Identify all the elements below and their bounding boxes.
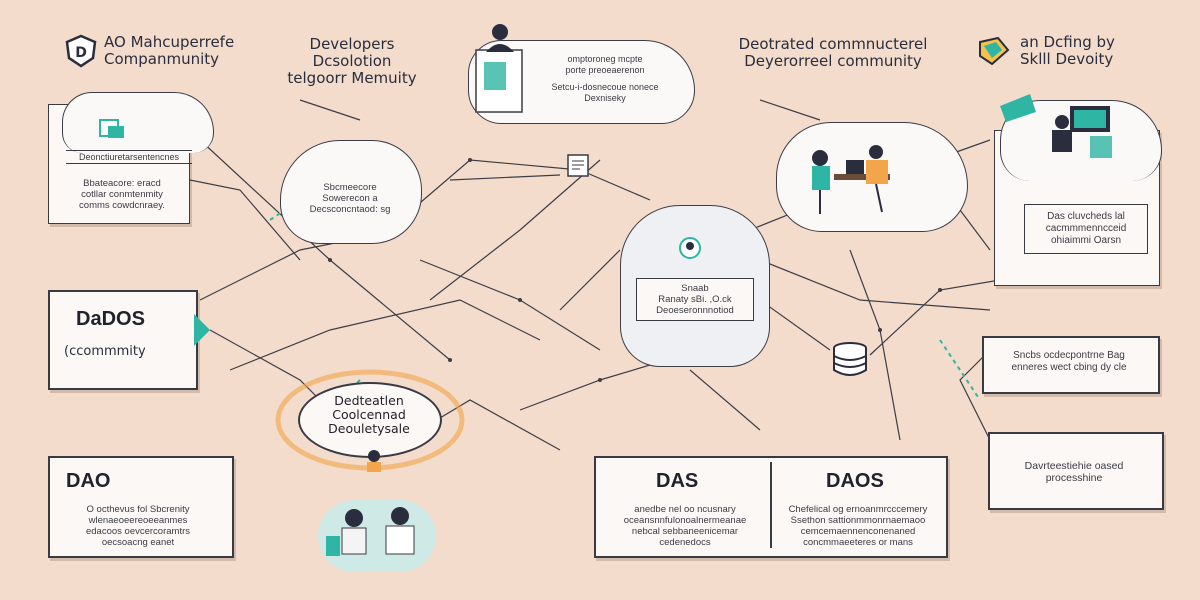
bottom-left-line2: oceansnnfulonoalnermeanae — [623, 515, 747, 526]
left-card-cloud — [62, 92, 214, 153]
tag-logo-icon — [979, 36, 1010, 66]
people-desk-illustration — [812, 145, 890, 214]
dao-box-line4: oecsoacng eanet — [101, 537, 175, 548]
header-4: an Dcfing by Sklll Devoity — [976, 34, 1115, 68]
oval-line3: Deouletysale — [328, 421, 410, 436]
database-icon — [833, 342, 867, 376]
header-3: Deotrated commnucterel Deyerorreel commu… — [738, 36, 928, 70]
header-2-line1: Developers Dcsolotion — [309, 35, 395, 70]
top-card-text: omptoroneg mcpte porte preoeaerenon Setc… — [530, 54, 680, 104]
left-cloud-line1: Sbcmeecore — [323, 182, 377, 193]
header-1-line2: Companmunity — [104, 50, 220, 68]
top-card-line3: Setcu-i‐dosnecoue nonece — [551, 82, 659, 92]
dao-box-line3: edacoos oevcercoramtrs — [85, 526, 191, 537]
right-box — [982, 336, 1160, 394]
left-cloud-line3: Decsconcntaod: sg — [309, 204, 391, 215]
header-4-line2: Sklll Devoity — [1020, 50, 1114, 68]
left-card-line3: comms cowdcnraey. — [79, 200, 165, 211]
left-cloud-text: Sbcmeecore Sowerecon a Decsconcntaod: sg — [292, 182, 408, 215]
center-card-line3: Deoeseronnnotiod — [656, 305, 734, 316]
bottom-right-box-text: Davrteestiehie oased processhine — [992, 460, 1156, 484]
teal-pointer-icon — [194, 314, 210, 346]
left-card-line1: Bbateacore: eracd — [83, 178, 161, 189]
bottom-left-line3: nebcal sebbaneenicemar — [631, 526, 739, 537]
center-card-line2: Ranaty sBi. ,O.ck — [658, 294, 732, 305]
bottom-left-text: anedbe nel oo ncusnary oceansnnfulonoaln… — [608, 504, 762, 548]
header-4-line1: an Dcfing by — [1020, 33, 1115, 51]
meeting-illustration — [326, 507, 415, 556]
header-1-line1: AO Mahcuperrefe — [104, 33, 235, 51]
left-card-title: Deonctiuretarsentencnes — [66, 150, 192, 164]
bottom-left-line1: anedbe nel oo ncusnary — [634, 504, 736, 515]
bottom-right-title: DAOS — [826, 470, 884, 492]
daos-box-title: DaDOS — [76, 308, 145, 330]
dao-box-text: O octhevus fol Sbcrenity wlenaeoeereoeea… — [58, 504, 218, 548]
bottom-right-line2: Ssethon sattionmmonrnaemaoo — [790, 515, 926, 526]
oval-line1: Dedteatlen — [334, 393, 404, 408]
center-card-line1: Snaab — [681, 283, 709, 294]
header-2-line2: telgoorr Memuity — [287, 69, 417, 87]
right-card-line2: cacmmmenncceid — [1045, 223, 1127, 234]
bottom-right-line4: concmmaeeteres or mans — [803, 537, 913, 548]
left-cloud — [280, 140, 422, 244]
bottom-divider — [770, 462, 772, 548]
clipboard-icon — [567, 154, 589, 177]
top-card-line4: Dexniseky — [584, 93, 626, 103]
bottom-right-line3: cemcemaennenconenaned — [800, 526, 916, 537]
bottom-right-box — [988, 432, 1164, 510]
bottom-right-line1: Chefelical og ernoanmrcccemery — [788, 504, 928, 515]
center-oval — [298, 382, 442, 458]
bottom-left-title: DAS — [656, 470, 699, 492]
oval-line2: Coolcennad — [332, 407, 406, 422]
top-card-line1: omptoroneg mcpte — [567, 54, 643, 64]
daos-community-box — [48, 290, 198, 390]
right-card-text: Das cluvcheds lal cacmmmenncceid ohiaimm… — [1024, 204, 1148, 254]
svg-text:D: D — [75, 45, 87, 61]
dao-box-line1: O octhevus fol Sbcrenity — [86, 504, 190, 515]
profile-badge-icon — [679, 237, 701, 259]
dao-box-line2: wlenaeoeereoeeanmes — [88, 515, 188, 526]
daos-box-subtitle: (ccommmity — [64, 344, 146, 359]
right-box-line1: Sncbs ocdecpontrne Bag — [1013, 350, 1125, 361]
right-box-text: Sncbs ocdecpontrne Bag enneres wect cbin… — [986, 350, 1152, 374]
header-1: D AO Mahcuperrefe Companmunity — [64, 34, 234, 68]
bottom-right-box-line1: Davrteestiehie oased — [1024, 460, 1124, 472]
header-3-line1: Deotrated commnucterel — [738, 35, 928, 53]
top-card-line2: porte preoeaerenon — [565, 65, 645, 75]
header-2: Developers Dcsolotion telgoorr Memuity — [272, 36, 432, 87]
bottom-left-line4: cedenedocs — [659, 537, 711, 548]
dao-box-title: DAO — [66, 470, 111, 492]
left-card-text: Bbateacore: eracd cotllar conmtenmity co… — [62, 178, 182, 211]
document-icon — [99, 119, 124, 138]
bottom-right-text: Chefelical og ernoanmrcccemery Ssethon s… — [780, 504, 936, 548]
person-icon — [367, 450, 381, 472]
team-illustration — [1000, 94, 1112, 158]
oval-text: Dedteatlen Coolcennad Deouletysale — [310, 394, 428, 436]
bottom-right-box-line2: processhine — [1045, 472, 1103, 484]
top-card-illustration — [472, 22, 532, 114]
header-3-line2: Deyerorreel community — [744, 52, 922, 70]
right-card-line1: Das cluvcheds lal — [1047, 211, 1125, 222]
left-card-line2: cotllar conmtenmity — [81, 189, 163, 200]
left-cloud-line2: Sowerecon a — [322, 193, 378, 204]
right-card-line3: ohiaimmi Oarsn — [1050, 235, 1122, 246]
center-card-text: Snaab Ranaty sBi. ,O.ck Deoeseronnnotiod — [636, 278, 754, 321]
dao-box — [48, 456, 234, 558]
shield-logo-icon: D — [65, 34, 97, 68]
right-box-line2: enneres wect cbing dy cle — [1011, 362, 1127, 373]
